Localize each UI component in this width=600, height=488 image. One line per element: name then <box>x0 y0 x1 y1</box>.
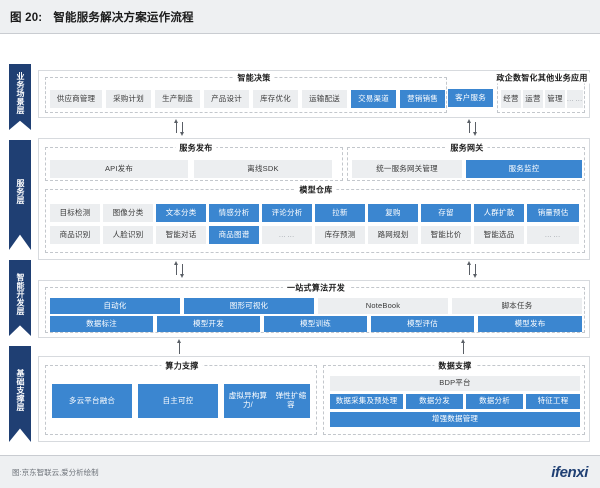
chip-road-network-planning[interactable]: 路网规划 <box>368 226 418 244</box>
chip-script-task[interactable]: 脚本任务 <box>452 298 582 314</box>
chip-data-analysis[interactable]: 数据分析 <box>466 394 523 409</box>
chip-enhanced-data-management[interactable]: 增强数据管理 <box>330 412 580 427</box>
chip-procurement-plan[interactable]: 采购计划 <box>106 90 151 108</box>
ribbon-label: 基础支撑层 <box>16 369 25 412</box>
ribbon-label: 业务场景层 <box>16 72 25 115</box>
chip-sentiment-analysis[interactable]: 情感分析 <box>209 204 259 222</box>
connector-arrow-data-support <box>460 339 467 354</box>
chip-model-development[interactable]: 模型开发 <box>157 316 260 332</box>
chip-inventory-forecast[interactable]: 库存预测 <box>315 226 365 244</box>
group-title-compute-support: 算力支撑 <box>161 360 203 372</box>
chip-unified-gateway-management[interactable]: 统一服务网关管理 <box>352 160 462 178</box>
chip-repurchase[interactable]: 复购 <box>368 204 418 222</box>
connector-arrow-compute-support <box>176 339 183 354</box>
connector-arrow-business-to-service-left <box>173 119 187 136</box>
group-model-repository: 模型仓库 目标检测 图像分类 文本分类 情感分析 评论分析 拉新 复购 存留 人… <box>45 184 585 253</box>
group-data-support: 数据支撑 BDP平台 数据采集及预处理 数据分发 数据分析 特征工程 增强数据管… <box>323 360 585 435</box>
group-compute-support: 算力支撑 多云平台融合 自主可控 虚拟异构算力/ 弹性扩缩容 <box>45 360 317 435</box>
chip-product-design[interactable]: 产品设计 <box>204 90 249 108</box>
layer-intelligent-development: 一站式算法开发 自动化 图形可视化 NoteBook 脚本任务 数据标注 模型开… <box>38 280 590 338</box>
group-title-model-repository: 模型仓库 <box>295 184 337 196</box>
ribbon-business-scenario: 业务场景层 <box>9 64 31 130</box>
chip-text-classification[interactable]: 文本分类 <box>156 204 206 222</box>
chip-service-monitoring[interactable]: 服务监控 <box>466 160 582 178</box>
chip-data-collection-preprocessing[interactable]: 数据采集及预处理 <box>330 394 403 409</box>
group-title-one-stop-algorithm-development: 一站式算法开发 <box>282 282 350 294</box>
connector-arrow-business-to-service-right <box>466 119 480 136</box>
chip-customer-service[interactable]: 客户服务 <box>448 89 493 107</box>
group-service-publish: 服务发布 API发布 离线SDK <box>45 142 343 181</box>
chip-api-publish[interactable]: API发布 <box>50 160 188 178</box>
chip-transport-delivery[interactable]: 运输配送 <box>302 90 347 108</box>
chip-model-training[interactable]: 模型训练 <box>264 316 367 332</box>
chip-audience-expansion[interactable]: 人群扩散 <box>474 204 524 222</box>
chip-new-customer-acquisition[interactable]: 拉新 <box>315 204 365 222</box>
chip-model-publish[interactable]: 模型发布 <box>478 316 582 332</box>
group-one-stop-algorithm-development: 一站式算法开发 自动化 图形可视化 NoteBook 脚本任务 数据标注 模型开… <box>45 282 585 333</box>
group-title-service-gateway: 服务网关 <box>446 142 488 154</box>
group-title-service-publish: 服务发布 <box>175 142 217 154</box>
chip-virtual-heterogeneous-compute-elastic-scaling[interactable]: 虚拟异构算力/ 弹性扩缩容 <box>224 384 310 418</box>
chip-label-line2: 弹性扩缩容 <box>275 391 307 409</box>
ribbon-label: 智能开发层 <box>16 273 25 316</box>
group-gov-enterprise-other-apps: 政企数智化其他业务应用 经营 运营 管理 …… <box>492 72 592 113</box>
chip-transaction-channel[interactable]: 交易渠道 <box>351 90 396 108</box>
layer-business-scenario: 智能决策 供应商管理 采购计划 生产制造 产品设计 库存优化 运输配送 交易渠道… <box>38 70 592 118</box>
figure-footer: 图:京东智联云,爱分析绘制 ifenxi <box>0 455 600 488</box>
layer-infrastructure-support: 算力支撑 多云平台融合 自主可控 虚拟异构算力/ 弹性扩缩容 数据支撑 BDP平… <box>38 356 590 442</box>
chip-product-knowledge-graph[interactable]: 商品图谱 <box>209 226 259 244</box>
chip-marketing-sales[interactable]: 营销销售 <box>400 90 445 108</box>
chip-feature-engineering[interactable]: 特征工程 <box>526 394 580 409</box>
chip-automation[interactable]: 自动化 <box>50 298 180 314</box>
ribbon-service: 服务层 <box>9 140 31 250</box>
group-title-gov-enterprise-other-apps: 政企数智化其他业务应用 <box>492 72 592 84</box>
chip-supplier-management[interactable]: 供应商管理 <box>50 90 102 108</box>
chip-more-dots-row2-b[interactable]: …… <box>527 226 579 244</box>
chip-object-detection[interactable]: 目标检测 <box>50 204 100 222</box>
chip-graphical-visualization[interactable]: 图形可视化 <box>184 298 314 314</box>
chip-image-classification[interactable]: 图像分类 <box>103 204 153 222</box>
connector-arrow-service-to-dev-left <box>173 261 187 278</box>
group-service-gateway: 服务网关 统一服务网关管理 服务监控 <box>347 142 585 181</box>
chip-product-recognition[interactable]: 商品识别 <box>50 226 100 244</box>
figure-number: 图 20: <box>10 11 43 24</box>
figure-title-bar: 图 20: 智能服务解决方案运作流程 <box>0 0 600 34</box>
diagram-canvas: 业务场景层 服务层 智能开发层 基础支撑层 智能决策 供应商管理 采购计划 生产… <box>0 34 600 455</box>
chip-more-dots[interactable]: …… <box>567 90 583 108</box>
ribbon-infrastructure-support: 基础支撑层 <box>9 346 31 442</box>
chip-offline-sdk[interactable]: 离线SDK <box>194 160 332 178</box>
chip-more-dots-row2-a[interactable]: …… <box>262 226 312 244</box>
chip-sales-forecast[interactable]: 销量预估 <box>527 204 579 222</box>
connector-arrow-service-to-dev-right <box>466 261 480 278</box>
chip-manufacturing[interactable]: 生产制造 <box>155 90 200 108</box>
chip-multi-cloud-platform-integration[interactable]: 多云平台融合 <box>52 384 132 418</box>
chip-intelligent-dialogue[interactable]: 智能对话 <box>156 226 206 244</box>
chip-data-annotation[interactable]: 数据标注 <box>50 316 153 332</box>
chip-notebook[interactable]: NoteBook <box>318 298 448 314</box>
chip-operation-yunying[interactable]: 运营 <box>523 90 543 108</box>
group-title-data-support: 数据支撑 <box>434 360 476 372</box>
chip-intelligent-price-comparison[interactable]: 智能比价 <box>421 226 471 244</box>
chip-retention[interactable]: 存留 <box>421 204 471 222</box>
ribbon-intelligent-development: 智能开发层 <box>9 260 31 336</box>
source-note: 图:京东智联云,爱分析绘制 <box>12 467 99 477</box>
group-title-intelligent-decision: 智能决策 <box>233 72 275 84</box>
chip-face-recognition[interactable]: 人脸识别 <box>103 226 153 244</box>
chip-bdp-platform[interactable]: BDP平台 <box>330 376 580 391</box>
chip-label-line1: 虚拟异构算力/ <box>228 391 268 409</box>
chip-model-evaluation[interactable]: 模型评估 <box>371 316 474 332</box>
ifenxi-logo: ifenxi <box>551 463 588 481</box>
chip-intelligent-product-selection[interactable]: 智能选品 <box>474 226 524 244</box>
chip-inventory-optimization[interactable]: 库存优化 <box>253 90 298 108</box>
ribbon-label: 服务层 <box>16 178 25 205</box>
chip-operation-jingying[interactable]: 经营 <box>501 90 521 108</box>
layer-service: 服务发布 API发布 离线SDK 服务网关 统一服务网关管理 服务监控 模型仓库… <box>38 138 590 260</box>
chip-management[interactable]: 管理 <box>545 90 565 108</box>
chip-autonomous-controllable[interactable]: 自主可控 <box>138 384 218 418</box>
page-title: 智能服务解决方案运作流程 <box>53 11 194 24</box>
chip-data-distribution[interactable]: 数据分发 <box>406 394 463 409</box>
group-intelligent-decision: 智能决策 供应商管理 采购计划 生产制造 产品设计 库存优化 运输配送 交易渠道… <box>45 72 447 113</box>
chip-review-analysis[interactable]: 评论分析 <box>262 204 312 222</box>
